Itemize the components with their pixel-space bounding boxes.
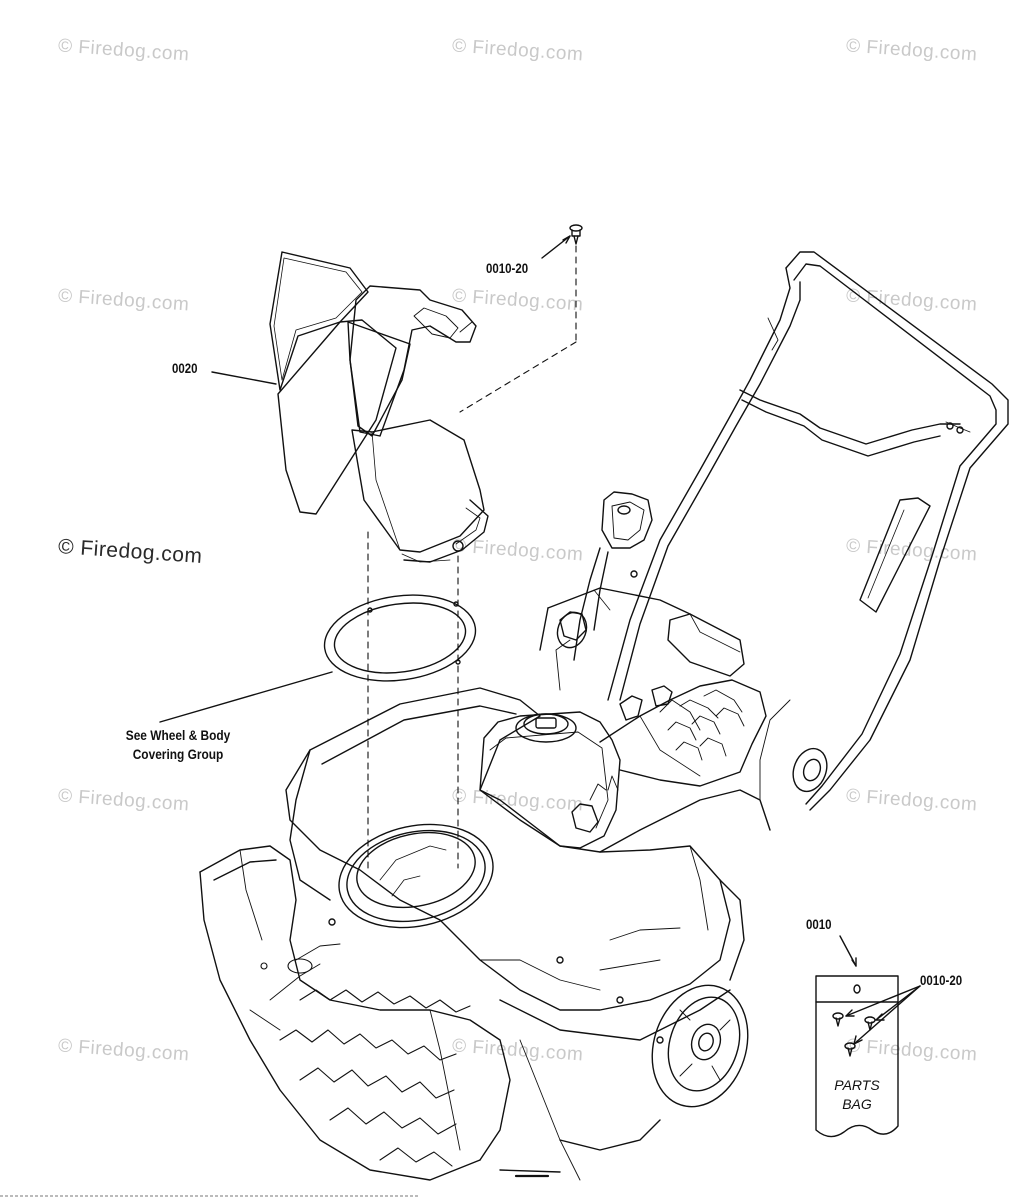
housing-drawing (199, 687, 791, 1181)
callout-screw-top: 0010-20 (486, 260, 529, 276)
callout-parts-bag: 0010 (806, 916, 832, 932)
note-line-2: Covering Group (132, 746, 224, 762)
callout-chute: 0020 (172, 360, 198, 376)
mounting-ring-drawing (323, 594, 477, 682)
screw-drawing (569, 224, 583, 245)
callout-screw-bag: 0010-20 (920, 972, 963, 988)
auger-drawing (249, 943, 471, 1167)
parts-bag-label: PARTS BAG (816, 1076, 898, 1114)
parts-bag-drawing (815, 975, 899, 1138)
note-line-1: See Wheel & Body (125, 727, 231, 743)
cross-reference-note: See Wheel & Body Covering Group (100, 726, 256, 764)
handle-drawing (573, 251, 1009, 811)
bag-screw-3 (844, 1042, 856, 1057)
parts-bag-label-line-1: PARTS (834, 1077, 880, 1093)
discharge-chute-drawing (269, 251, 489, 563)
engine-drawing (479, 587, 767, 849)
bag-screw-1 (832, 1012, 844, 1027)
parts-bag-label-line-2: BAG (842, 1096, 872, 1112)
bag-screw-2 (864, 1016, 876, 1031)
wheels-drawing (556, 611, 828, 1108)
